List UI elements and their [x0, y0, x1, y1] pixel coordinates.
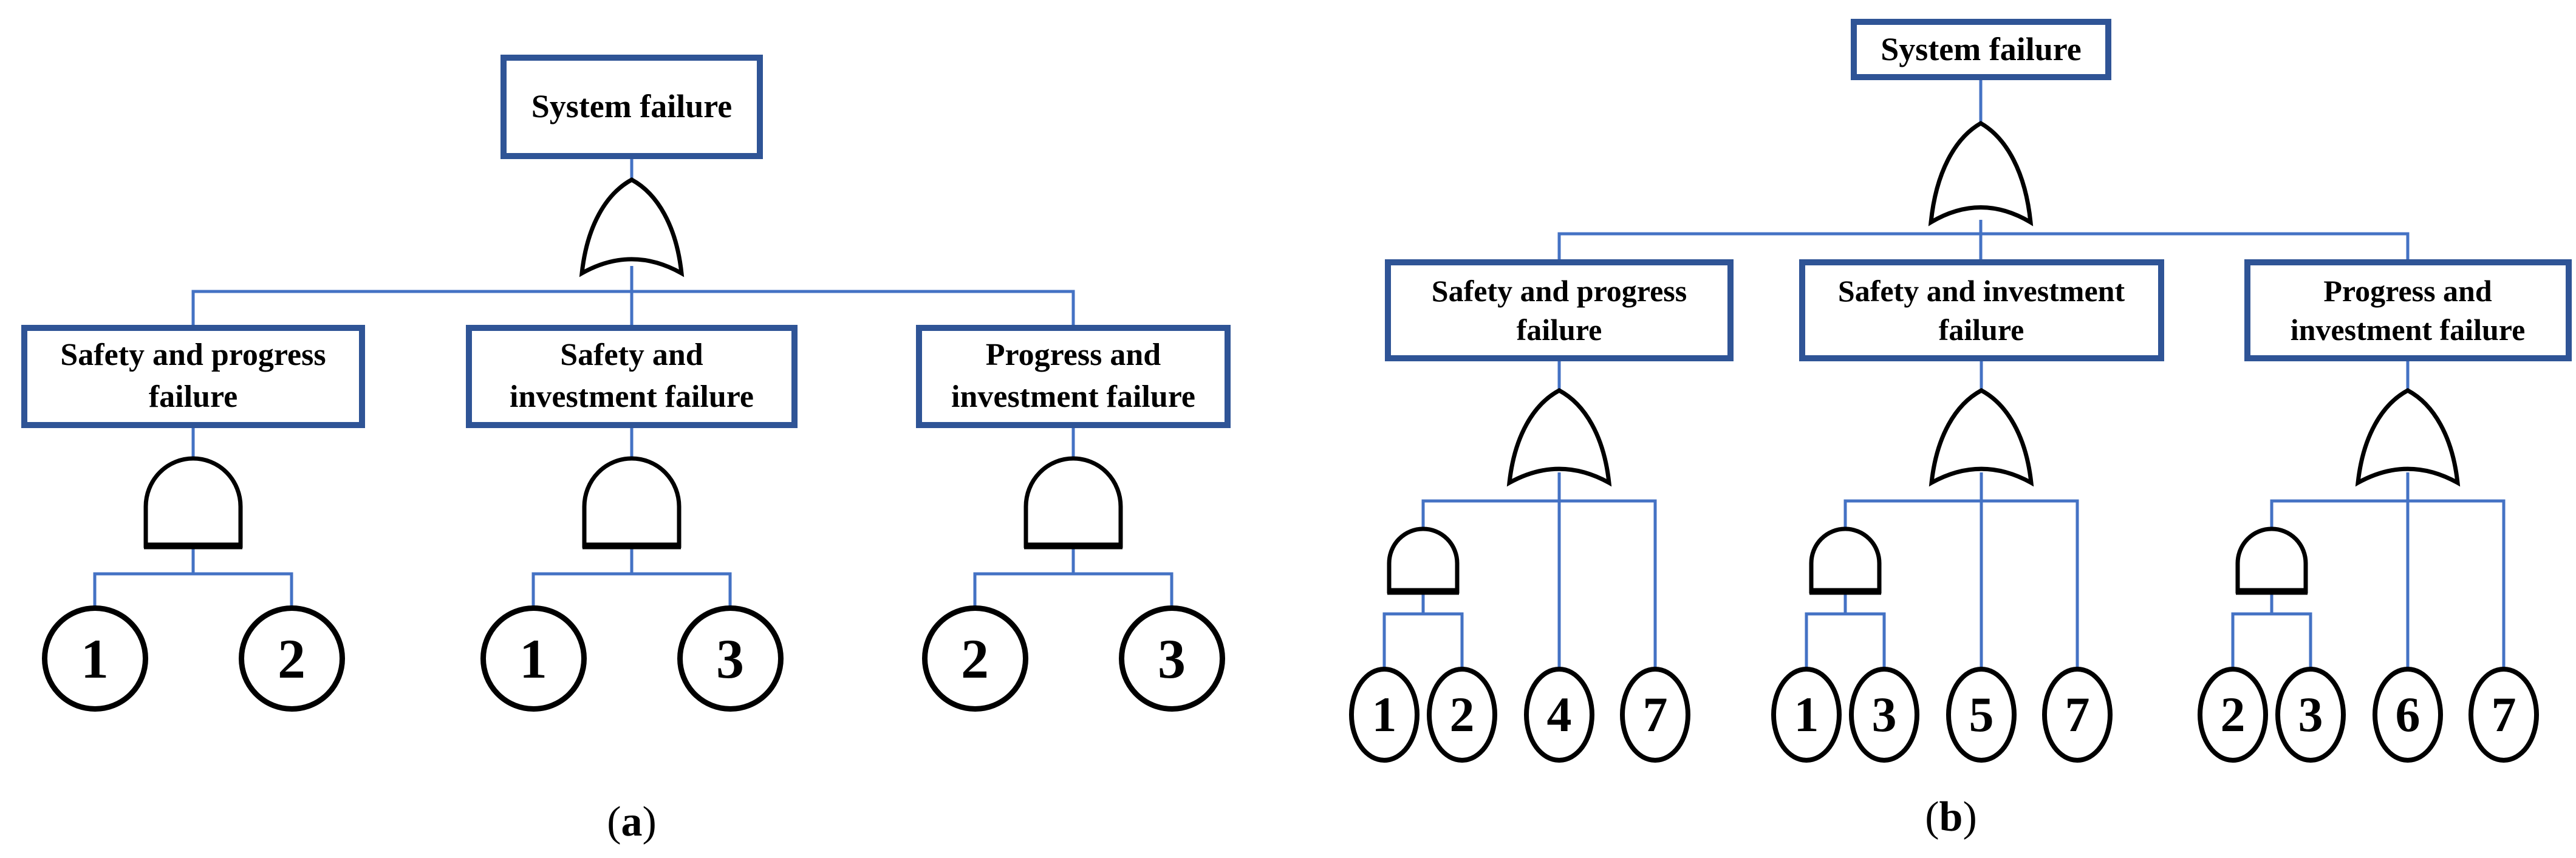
basic-event-circle-b: 3 — [1849, 667, 1919, 763]
caption-a-letter: a — [621, 798, 643, 845]
connector-line — [1557, 232, 2410, 259]
intermediate-event-box-a: Safety and progress failure — [21, 325, 365, 428]
basic-event-circle-a: 1 — [480, 605, 587, 712]
basic-event-circle-b: 1 — [1771, 667, 1842, 763]
basic-event-circle-b: 2 — [1427, 667, 1497, 763]
or-gate — [2355, 388, 2461, 487]
basic-event-circle-b: 7 — [2468, 667, 2539, 763]
or-gate — [1928, 120, 2034, 226]
caption-a-open-paren: ( — [607, 798, 621, 845]
caption-b: (b) — [1860, 793, 2042, 842]
connector-line — [2270, 499, 2506, 669]
basic-event-circle-b: 5 — [1946, 667, 2017, 763]
connector-line — [973, 572, 1174, 607]
basic-event-circle-b: 2 — [2198, 667, 2268, 763]
connector-line — [1382, 612, 1464, 669]
connector-line — [1421, 499, 1657, 669]
and-gate — [1387, 526, 1460, 594]
basic-event-circle-b: 7 — [2042, 667, 2113, 763]
connector-line — [531, 572, 732, 607]
and-gate — [582, 456, 682, 548]
top-event-box-b: System failure — [1851, 19, 2111, 80]
basic-event-circle-a: 3 — [1118, 605, 1225, 712]
top-event-box-a: System failure — [501, 55, 763, 159]
or-gate — [579, 177, 685, 277]
caption-a: (a) — [541, 798, 723, 846]
connector-line — [1843, 499, 2079, 669]
intermediate-event-box-b: Safety and progress failure — [1385, 259, 1734, 361]
connector-line — [93, 572, 293, 607]
caption-b-letter: b — [1939, 794, 1963, 840]
and-gate — [2235, 526, 2308, 594]
or-gate — [1929, 388, 2034, 487]
and-gate — [1023, 456, 1123, 548]
or-gate — [1506, 388, 1612, 487]
basic-event-circle-b: 7 — [1620, 667, 1690, 763]
intermediate-event-box-a: Progress and investment failure — [916, 325, 1231, 428]
basic-event-circle-b: 4 — [1524, 667, 1594, 763]
basic-event-circle-b: 6 — [2373, 667, 2443, 763]
and-gate — [143, 456, 243, 548]
caption-b-open-paren: ( — [1925, 794, 1939, 840]
intermediate-event-box-a: Safety and investment failure — [466, 325, 798, 428]
basic-event-circle-a: 2 — [921, 605, 1028, 712]
connector-line — [2231, 612, 2312, 669]
caption-a-close-paren: ) — [642, 798, 657, 845]
basic-event-circle-a: 3 — [677, 605, 784, 712]
and-gate — [1809, 526, 1882, 594]
basic-event-circle-b: 1 — [1349, 667, 1420, 763]
basic-event-circle-a: 1 — [41, 605, 148, 712]
intermediate-event-box-b: Progress and investment failure — [2244, 259, 2572, 361]
caption-b-close-paren: ) — [1963, 794, 1977, 840]
basic-event-circle-b: 3 — [2275, 667, 2346, 763]
connector-line — [1805, 612, 1886, 669]
intermediate-event-box-b: Safety and investment failure — [1799, 259, 2164, 361]
basic-event-circle-a: 2 — [238, 605, 345, 712]
